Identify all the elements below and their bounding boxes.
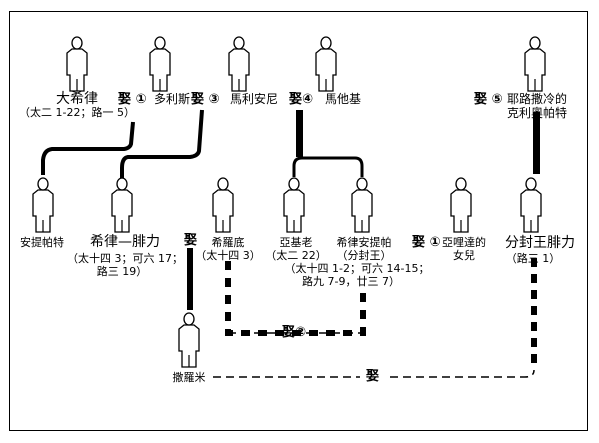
diagram-frame <box>9 11 588 431</box>
person-icon-philip-tetrarch <box>520 177 542 233</box>
name-archelaus: 亞基老 <box>279 236 313 249</box>
person-icon-archelaus <box>283 177 305 233</box>
person-icon-aretas-daughter <box>450 177 472 233</box>
name-aretas-daughter: 亞哩達的 <box>442 236 486 249</box>
name-malthace: 馬他基 <box>325 92 362 106</box>
name-salome: 撒羅米 <box>172 371 206 384</box>
marriage-5: 娶 ⑤ <box>474 92 503 107</box>
ref-herod-philip1-2: 路三 19） <box>96 265 148 278</box>
ref-herod-antipas-3: 路九 7-9，廿三 7） <box>302 275 400 288</box>
name-doris: 多利斯 <box>154 92 191 106</box>
ref-herod-philip1: （太十四 3；可六 17； <box>67 252 183 265</box>
person-icon-mariamne2 <box>228 36 250 92</box>
person-icon-herodias <box>212 177 234 233</box>
line-mariamne-philip1 <box>120 109 204 178</box>
line-philip-salome <box>213 369 535 378</box>
name-antipater: 安提帕特 <box>20 236 64 249</box>
ref-herod-great: （太二 1-22；路一 5） <box>19 106 135 119</box>
ref-herodias: （太十四 3） <box>195 249 261 262</box>
person-icon-doris <box>149 36 171 92</box>
name-herodias: 希羅底 <box>211 236 245 249</box>
person-icon-malthace <box>315 36 337 92</box>
marriage-1: 娶 ① <box>118 92 147 107</box>
name-herod-great: 大希律 <box>56 91 98 107</box>
marriage-philip-herodias: 娶 <box>184 233 198 248</box>
marriage-antipas-1: 娶 ① <box>412 235 441 250</box>
name-aretas-daughter-2: 女兒 <box>453 249 475 262</box>
name-cleopatra-2: 克利奧帕特 <box>507 106 568 120</box>
name-mariamne2: 馬利安尼 <box>230 92 279 106</box>
line-philip1-salome <box>187 248 193 310</box>
marriage-antipas-2: 娶② <box>282 325 307 340</box>
line-malthace-down <box>296 110 303 157</box>
name-philip-tetrarch: 分封王腓力 <box>505 235 575 251</box>
person-icon-herod-philip1 <box>111 177 133 233</box>
person-icon-cleopatra <box>524 36 546 92</box>
name-herod-antipas: 希律安提帕 <box>336 236 392 249</box>
ref-archelaus: （太二 22） <box>265 249 327 262</box>
person-icon-salome <box>178 312 200 368</box>
marriage-3: 娶 ③ <box>191 92 220 107</box>
person-icon-antipater <box>32 177 54 233</box>
name-cleopatra: 耶路撒冷的 <box>507 92 568 106</box>
ref-philip-tetrarch: （路三 1） <box>505 252 561 265</box>
marriage-4: 娶④ <box>289 92 314 107</box>
line-cleopatra-philip <box>533 112 540 174</box>
name-herod-philip1: 希律—腓力 <box>90 234 160 250</box>
ref-herod-antipas-2: （太十四 1-2；可六 14-15； <box>284 262 430 275</box>
person-icon-herod-great <box>66 36 88 92</box>
ref-herod-antipas: （分封王） <box>336 249 392 262</box>
line-doris-antipater <box>41 121 135 175</box>
marriage-philip-salome: 娶 <box>366 369 380 384</box>
line-malthace-children <box>292 156 364 177</box>
person-icon-herod-antipas <box>351 177 373 233</box>
